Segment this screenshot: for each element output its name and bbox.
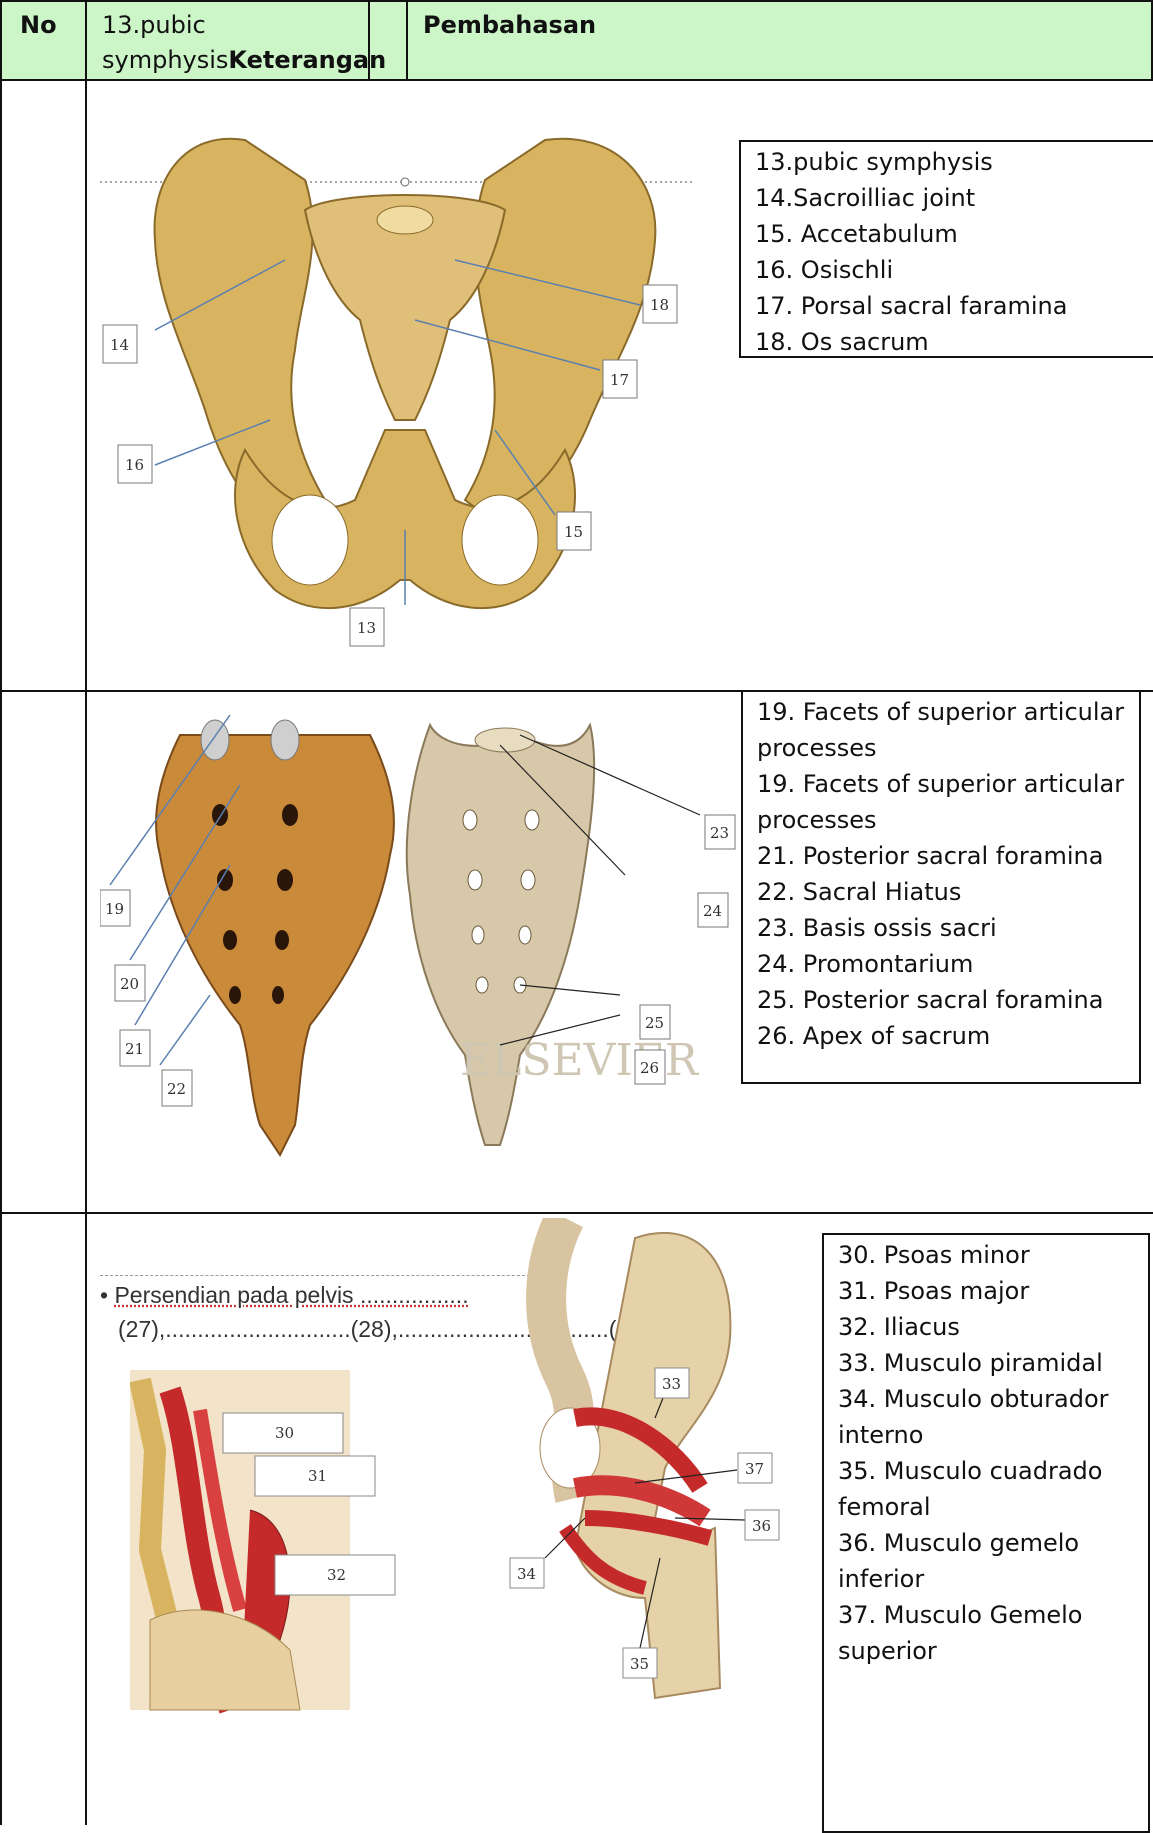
legend-item: 24. Promontarium (757, 946, 1125, 982)
header-pembahasan: Pembahasan (423, 8, 596, 43)
legend-item: 14.Sacroilliac joint (755, 180, 1143, 216)
legend-item: 36. Musculo gemelo inferior (838, 1525, 1134, 1597)
legend-muscles: 30. Psoas minor 31. Psoas major 32. Ilia… (822, 1233, 1150, 1833)
col-divider-keterangan-b (406, 0, 408, 80)
label-34: 34 (517, 1565, 536, 1583)
legend-item: 30. Psoas minor (838, 1237, 1134, 1273)
header-no: No (20, 8, 57, 43)
legend-item: 35. Musculo cuadrado femoral (838, 1453, 1134, 1525)
bullet-dot: • (100, 1282, 114, 1308)
legend-item: 15. Accetabulum (755, 216, 1143, 252)
label-17: 17 (610, 371, 629, 389)
legend-item: 16. Osischli (755, 252, 1143, 288)
legend-sacrum: 19. Facets of superior articular process… (741, 690, 1141, 1084)
label-31: 31 (308, 1467, 327, 1485)
legend-item: 21. Posterior sacral foramina (757, 838, 1125, 874)
label-13: 13 (357, 619, 376, 637)
label-18: 18 (650, 296, 669, 314)
col-divider-no (85, 0, 87, 1825)
legend-item: 32. Iliacus (838, 1309, 1134, 1345)
legend-pelvis: 13.pubic symphysis 14.Sacroilliac joint … (739, 140, 1153, 358)
table-border-top (0, 0, 1153, 2)
legend-item: 37. Musculo Gemelo superior (838, 1597, 1134, 1669)
label-36: 36 (752, 1517, 771, 1535)
header-keterangan-bold: Keterangan (228, 46, 386, 74)
label-23: 23 (710, 824, 729, 842)
table-header-divider (0, 79, 1153, 81)
legend-item: 31. Psoas major (838, 1273, 1134, 1309)
hip-muscle-figure: 33 37 36 34 35 (505, 1218, 790, 1708)
label-32: 32 (327, 1566, 346, 1584)
label-33: 33 (662, 1375, 681, 1393)
legend-item: 34. Musculo obturador interno (838, 1381, 1134, 1453)
label-21: 21 (125, 1040, 144, 1058)
legend-item: 13.pubic symphysis (755, 144, 1143, 180)
label-37: 37 (745, 1460, 764, 1478)
legend-item: 23. Basis ossis sacri (757, 910, 1125, 946)
label-25: 25 (645, 1014, 664, 1032)
sacrum-figure: ELSEVIER 19 20 21 22 23 24 25 26 (100, 695, 740, 1175)
psoas-figure: 30 31 32 (130, 1370, 430, 1715)
label-24: 24 (703, 902, 722, 920)
table-border-left (0, 0, 2, 1825)
pelvis-figure: 14 18 17 16 15 13 (95, 120, 715, 660)
label-22: 22 (167, 1080, 186, 1098)
label-16: 16 (125, 456, 144, 474)
legend-item: 18. Os sacrum (755, 324, 1143, 360)
legend-item: 19. Facets of superior articular process… (757, 694, 1125, 766)
label-26: 26 (640, 1059, 659, 1077)
legend-item: 26. Apex of sacrum (757, 1018, 1125, 1054)
label-14: 14 (110, 336, 129, 354)
legend-item: 33. Musculo piramidal (838, 1345, 1134, 1381)
label-35: 35 (630, 1655, 649, 1673)
legend-item: 22. Sacral Hiatus (757, 874, 1125, 910)
header-keterangan: 13.pubic symphysisKeterangan (102, 8, 364, 78)
legend-item: 25. Posterior sacral foramina (757, 982, 1125, 1018)
label-19: 19 (105, 900, 124, 918)
legend-item: 19. Facets of superior articular process… (757, 766, 1125, 838)
label-30: 30 (275, 1424, 294, 1442)
dashed-divider (100, 1275, 560, 1276)
row-divider-2 (0, 1212, 1153, 1214)
label-15: 15 (564, 523, 583, 541)
header-keterangan-prefix: 13.pubic symphysis (102, 11, 228, 74)
bullet-text: Persendian pada pelvis ................. (114, 1282, 468, 1308)
legend-item: 17. Porsal sacral faramina (755, 288, 1143, 324)
label-20: 20 (120, 975, 139, 993)
